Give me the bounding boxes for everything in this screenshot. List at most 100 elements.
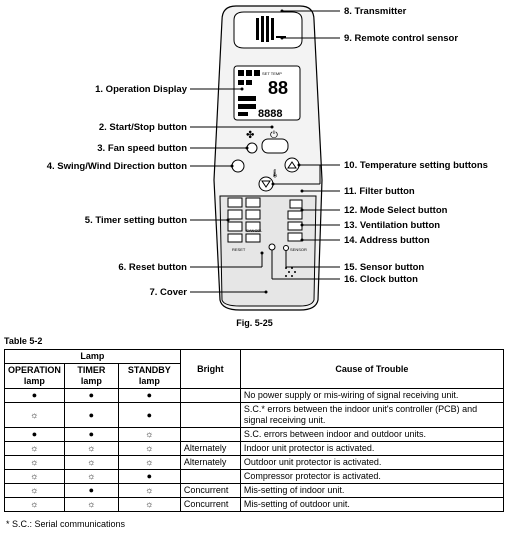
label-mode: 12. Mode Select button [344,205,448,216]
cell-timer-lamp: ● [63,427,119,442]
cell-standby-lamp: ☼ [117,427,181,442]
cell-operation-lamp: ☼ [4,402,65,428]
label-transmitter: 8. Transmitter [344,6,407,17]
start-stop-button[interactable] [261,138,289,154]
cell-cause: No power supply or mis-wiring of signal … [239,388,505,403]
cell-operation-lamp: ☼ [4,469,65,484]
cell-bright: Concurrent [179,497,241,512]
temp-up-icon [287,161,297,169]
footnote: * S.C.: Serial communications [6,519,126,529]
cell-operation-lamp: ● [4,427,65,442]
filter-button[interactable] [289,199,303,209]
cell-cause: Mis-setting of outdoor unit. [239,497,505,512]
cell-bright [179,469,241,484]
table-row: ●●☼S.C. errors between indoor and outdoo… [4,427,505,442]
cell-cause: Compressor protector is activated. [239,469,505,484]
label-remote-sensor: 9. Remote control sensor [344,33,459,44]
address-button[interactable] [287,232,303,242]
mode-select-button[interactable] [287,210,303,220]
cell-bright [179,427,241,442]
display-set-temp: SET TEMP [262,71,282,76]
cell-bright: Alternately [179,441,241,456]
display-digits-bottom: 8888 [258,108,282,120]
cell-standby-lamp: ● [117,402,181,428]
cell-bright [179,402,241,428]
temp-down-icon [261,180,271,188]
cell-operation-lamp: ☼ [4,483,65,498]
label-swing: 4. Swing/Wind Direction button [46,161,187,172]
header-timer-lamp: TIMER lamp [63,363,119,389]
temp-up-button[interactable] [284,157,300,173]
cell-operation-lamp: ☼ [4,441,65,456]
swing-button[interactable] [231,159,245,173]
cell-operation-lamp: ☼ [4,455,65,470]
cell-timer-lamp: ● [63,483,119,498]
cell-operation-lamp: ● [4,388,65,403]
cell-timer-lamp: ☼ [63,441,119,456]
display-icons [238,70,260,116]
cell-timer-lamp: ☼ [63,469,119,484]
display-digits-top: 88 [268,78,288,98]
label-address: 14. Address button [344,235,430,246]
label-clock: 16. Clock button [344,274,418,285]
ventilation-button[interactable] [287,221,303,231]
table-row: ●●●No power supply or mis-wiring of sign… [4,388,505,403]
cell-timer-lamp: ● [63,402,119,428]
label-sensor: 15. Sensor button [344,262,425,273]
cell-bright: Alternately [179,455,241,470]
label-ventilation: 13. Ventilation button [344,220,441,231]
cell-standby-lamp: ☼ [117,483,181,498]
clock-button[interactable] [268,243,276,251]
leader-dots [226,9,304,294]
label-reset: 6. Reset button [118,262,187,273]
label-cover: 7. Cover [149,287,188,298]
cell-standby-lamp: ● [117,469,181,484]
timer-buttons[interactable] [227,197,261,243]
cell-timer-lamp: ● [63,388,119,403]
cell-operation-lamp: ☼ [4,497,65,512]
fan-icon: ✤ [246,130,254,141]
cell-cause: Mis-setting of indoor unit. [239,483,505,498]
thermometer-icon: 🌡 [270,169,280,178]
cell-standby-lamp: ● [117,388,181,403]
cell-timer-lamp: ☼ [63,455,119,470]
cell-timer-lamp: ☼ [63,497,119,512]
header-lamp: Lamp [4,349,181,364]
trouble-table: Lamp Bright Cause of Trouble OPERATION l… [4,349,505,512]
sensor-button[interactable] [283,245,289,251]
cell-cause: Outdoor unit protector is activated. [239,455,505,470]
header-bright: Bright [179,349,241,389]
figure-caption: Fig. 5-25 [236,318,273,328]
temp-down-button[interactable] [258,176,274,192]
cell-standby-lamp: ☼ [117,497,181,512]
cell-bright [179,388,241,403]
table-row: ☼●●S.C.* errors between the indoor unit'… [4,402,505,428]
label-temperature: 10. Temperature setting buttons [344,160,488,171]
power-icon: ⏻ [270,130,278,141]
reset-label: RESET [232,247,246,252]
leader-lines [190,10,340,293]
header-operation-lamp: OPERATION lamp [4,363,65,389]
header-standby-lamp: STANDBY lamp [117,363,181,389]
cancel-label: CANCEL [246,228,263,233]
table-title: Table 5-2 [4,336,43,346]
label-timer: 5. Timer setting button [84,215,187,226]
label-filter: 11. Filter button [344,186,415,197]
reset-button[interactable] [260,251,264,255]
label-operation-display: 1. Operation Display [95,84,187,95]
cell-standby-lamp: ☼ [117,455,181,470]
table-row: ☼☼●Compressor protector is activated. [4,469,505,484]
remote-control-diagram: SET TEMP 88 8888 ✤ ⏻ 🌡 CANCEL RESET SENS… [190,5,340,311]
sensor-label: SENSOR [290,247,307,252]
cell-bright: Concurrent [179,483,241,498]
cell-cause: S.C. errors between indoor and outdoor u… [239,427,505,442]
cell-cause: S.C.* errors between the indoor unit's c… [239,402,505,428]
cell-standby-lamp: ☼ [117,441,181,456]
cell-cause: Indoor unit protector is activated. [239,441,505,456]
label-start-stop: 2. Start/Stop button [98,122,187,133]
label-fan-speed: 3. Fan speed button [97,143,187,154]
